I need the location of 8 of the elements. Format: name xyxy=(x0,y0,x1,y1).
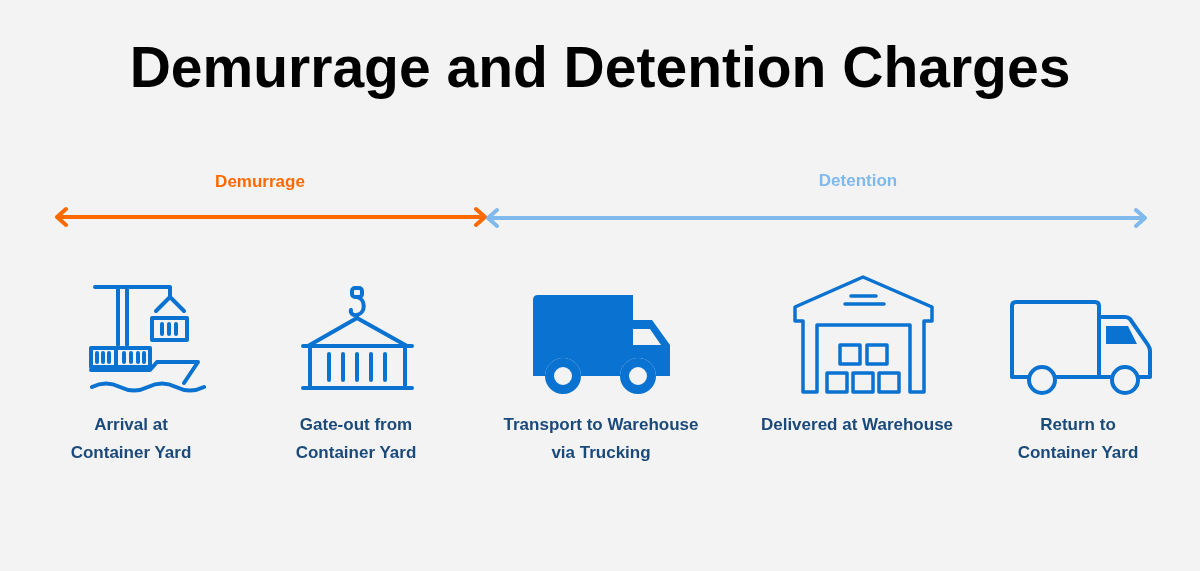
step-caption: Arrival at Container Yard xyxy=(69,414,193,464)
range-label: Demurrage xyxy=(215,172,305,192)
step-caption: Transport to Warehouse via Trucking xyxy=(502,414,700,464)
step-caption: Gate-out from Container Yard xyxy=(294,414,418,464)
step-caption: Return to Container Yard xyxy=(1016,414,1140,464)
step-caption: Delivered at Warehouse xyxy=(760,414,954,436)
title: Demurrage and Detention Charges xyxy=(129,34,1071,100)
range-label: Detention xyxy=(818,171,898,191)
